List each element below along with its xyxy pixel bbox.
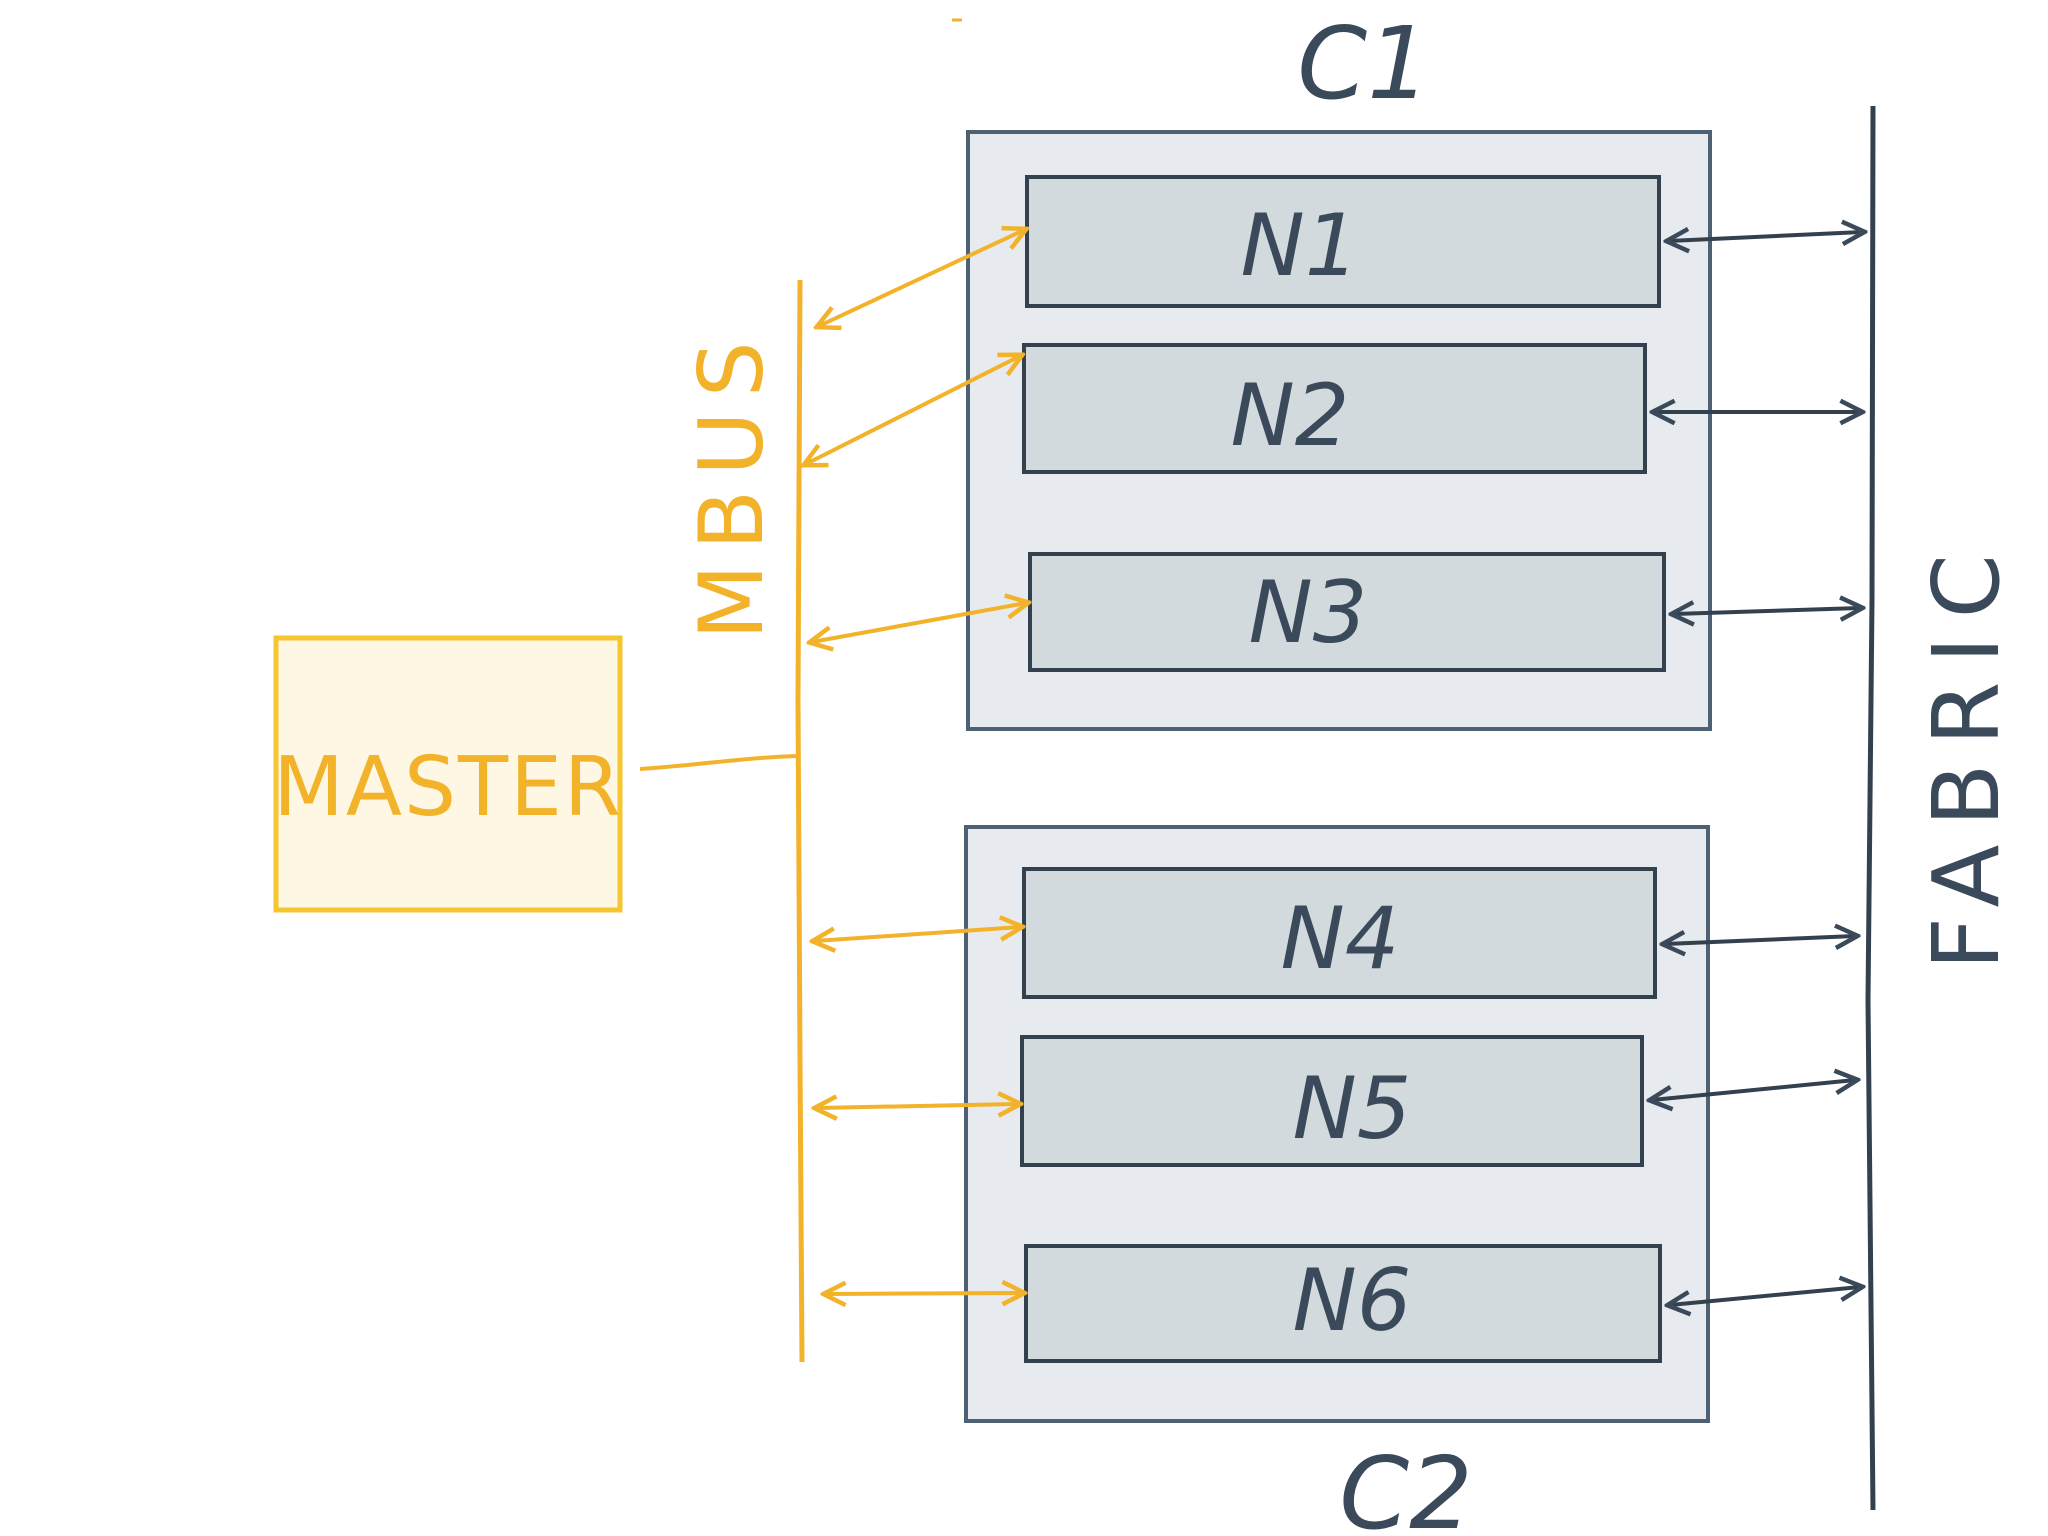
node-4-label: N4 (1280, 889, 1399, 989)
bus-arrow-n5 (817, 1104, 1018, 1108)
fabric-arrow-n6 (1670, 1287, 1860, 1305)
master-bus-connector (639, 754, 797, 771)
node-1-box (1025, 175, 1661, 308)
bus-arrow-n6 (826, 1293, 1022, 1294)
node-6-label: N6 (1292, 1251, 1411, 1351)
node-4-box (1022, 867, 1657, 999)
bus-arrow-n1 (819, 230, 1024, 326)
fabric-arrow-n3 (1674, 608, 1860, 614)
node-2-label: N2 (1230, 366, 1349, 466)
master-box (273, 635, 623, 913)
bus-arrow-n4 (815, 927, 1020, 941)
fabric-arrow-n4 (1665, 936, 1855, 944)
master-label: MASTER (273, 740, 623, 835)
cluster-1-label: C1 (1297, 5, 1430, 122)
mbus-line (795, 279, 805, 1363)
fabric-line (1865, 105, 1876, 1511)
node-3-label: N3 (1248, 563, 1367, 663)
mbus-label: MBUS (680, 327, 783, 640)
fabric-label: FABRIC (1913, 536, 2020, 970)
bus-arrow-n3 (812, 603, 1026, 642)
bus-arrow-n2 (806, 356, 1020, 464)
node-2-box (1022, 343, 1647, 474)
node-6-box (1024, 1244, 1662, 1363)
cluster-2-label: C2 (1339, 1435, 1472, 1536)
node-1-label: N1 (1240, 196, 1359, 296)
fabric-arrow-n5 (1652, 1080, 1855, 1100)
fabric-arrow-n1 (1669, 232, 1862, 241)
node-5-label: N5 (1292, 1059, 1411, 1159)
